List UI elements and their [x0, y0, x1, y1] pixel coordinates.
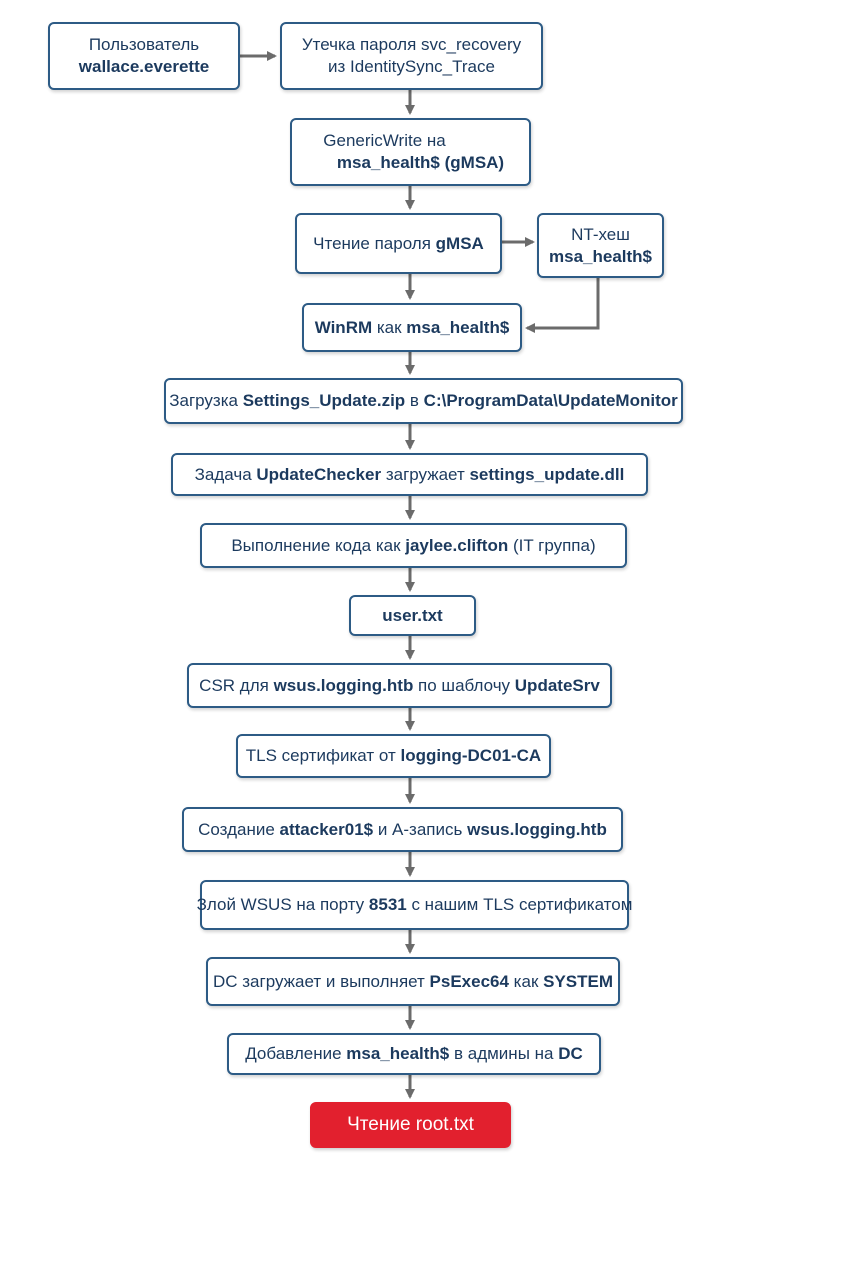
- node-dc-psexec-pre: DC загружает и выполняет: [212, 971, 430, 991]
- node-create-machine: Создание attacker01$ и A-запись wsus.log…: [182, 807, 623, 852]
- node-dc-psexec-bold2: SYSTEM: [543, 971, 614, 991]
- node-nt-hash-line2: msa_health$: [549, 246, 652, 266]
- node-scheduled-task-bold1: UpdateChecker: [256, 464, 382, 484]
- node-upload-zip-mid: в: [405, 391, 424, 410]
- node-password-leak-line2: из IdentitySync_Trace: [328, 57, 495, 76]
- node-add-admin-mid: в админы на: [449, 1044, 559, 1063]
- node-read-root-label: Чтение root.txt: [347, 1114, 474, 1135]
- node-user-txt: user.txt: [349, 595, 476, 636]
- node-upload-zip-bold1: Settings_Update.zip: [242, 391, 406, 410]
- node-upload-zip: Загрузка Settings_Update.zip в C:\Progra…: [164, 378, 683, 424]
- node-dc-psexec-mid: как: [508, 971, 544, 991]
- node-winrm-bold1: WinRM: [314, 317, 373, 337]
- node-tls-cert: TLS сертификат от logging-DC01-CA: [236, 734, 551, 778]
- node-read-gmsa-pre: Чтение пароля: [313, 233, 436, 253]
- node-rogue-wsus-bold: 8531: [368, 895, 407, 914]
- node-add-admin-bold1: msa_health$: [346, 1044, 450, 1063]
- node-add-admin-pre: Добавление: [245, 1044, 347, 1063]
- node-scheduled-task-bold2: settings_update.dll: [469, 464, 625, 484]
- node-dc-psexec-bold1: PsExec64: [429, 971, 509, 991]
- node-user-wallace-line1: Пользователь: [88, 35, 200, 54]
- node-scheduled-task: Задача UpdateChecker загружает settings_…: [171, 453, 648, 496]
- node-csr-bold2: UpdateSrv: [514, 675, 600, 695]
- node-password-leak-line1: Утечка пароля svc_recovery: [301, 35, 522, 54]
- node-code-exec-post: (IT группа): [508, 535, 596, 555]
- node-csr-pre: CSR для: [199, 675, 274, 695]
- arrow-n5-n6: [525, 278, 600, 333]
- node-genericwrite: GenericWrite на msa_health$ (gMSA): [290, 118, 531, 186]
- node-genericwrite-line1: GenericWrite на: [323, 131, 446, 150]
- node-scheduled-task-pre: Задача: [194, 464, 257, 484]
- node-rogue-wsus-post: с нашим TLS сертификатом: [406, 895, 633, 914]
- node-code-exec: Выполнение кода как jaylee.clifton (IT г…: [200, 523, 627, 568]
- node-rogue-wsus-pre: Злой WSUS на порту: [196, 895, 369, 914]
- node-user-txt-label: user.txt: [382, 605, 443, 625]
- node-csr-bold1: wsus.logging.htb: [273, 675, 414, 695]
- node-add-admin: Добавление msa_health$ в админы на DC: [227, 1033, 601, 1075]
- node-create-machine-bold2: wsus.logging.htb: [467, 819, 607, 839]
- node-code-exec-pre: Выполнение кода как: [231, 535, 406, 555]
- node-scheduled-task-mid: загружает: [381, 464, 470, 484]
- node-winrm-bold2: msa_health$: [406, 317, 510, 337]
- node-user-wallace-line2: wallace.everette: [78, 57, 210, 76]
- node-user-wallace: Пользователь wallace.everette: [48, 22, 240, 90]
- node-upload-zip-pre: Загрузка: [169, 391, 243, 410]
- node-tls-cert-pre: TLS сертификат от: [245, 746, 401, 765]
- node-winrm-mid: как: [372, 317, 407, 337]
- node-create-machine-bold1: attacker01$: [279, 819, 374, 839]
- node-create-machine-mid: и A-запись: [373, 819, 468, 839]
- node-read-root: Чтение root.txt: [310, 1102, 511, 1148]
- node-nt-hash: NT-хеш msa_health$: [537, 213, 664, 278]
- node-csr-mid: по шаблочу: [413, 675, 515, 695]
- node-nt-hash-line1: NT-хеш: [571, 224, 630, 244]
- node-add-admin-bold2: DC: [558, 1044, 583, 1063]
- node-dc-psexec: DC загружает и выполняет PsExec64 как SY…: [206, 957, 620, 1006]
- node-rogue-wsus: Злой WSUS на порту 8531 с нашим TLS серт…: [196, 880, 632, 930]
- node-create-machine-pre: Создание: [198, 819, 280, 839]
- node-csr: CSR для wsus.logging.htb по шаблочу Upda…: [187, 663, 612, 708]
- node-genericwrite-line2: msa_health$ (gMSA): [336, 153, 505, 172]
- node-read-gmsa: Чтение пароля gMSA: [295, 213, 502, 274]
- node-code-exec-bold: jaylee.clifton: [405, 535, 509, 555]
- node-tls-cert-bold: logging-DC01-CA: [400, 746, 542, 765]
- node-read-gmsa-bold: gMSA: [435, 233, 484, 253]
- node-winrm: WinRM как msa_health$: [302, 303, 522, 352]
- node-password-leak: Утечка пароля svc_recovery из IdentitySy…: [280, 22, 543, 90]
- node-upload-zip-bold2: C:\ProgramData\UpdateMonitor: [423, 391, 678, 410]
